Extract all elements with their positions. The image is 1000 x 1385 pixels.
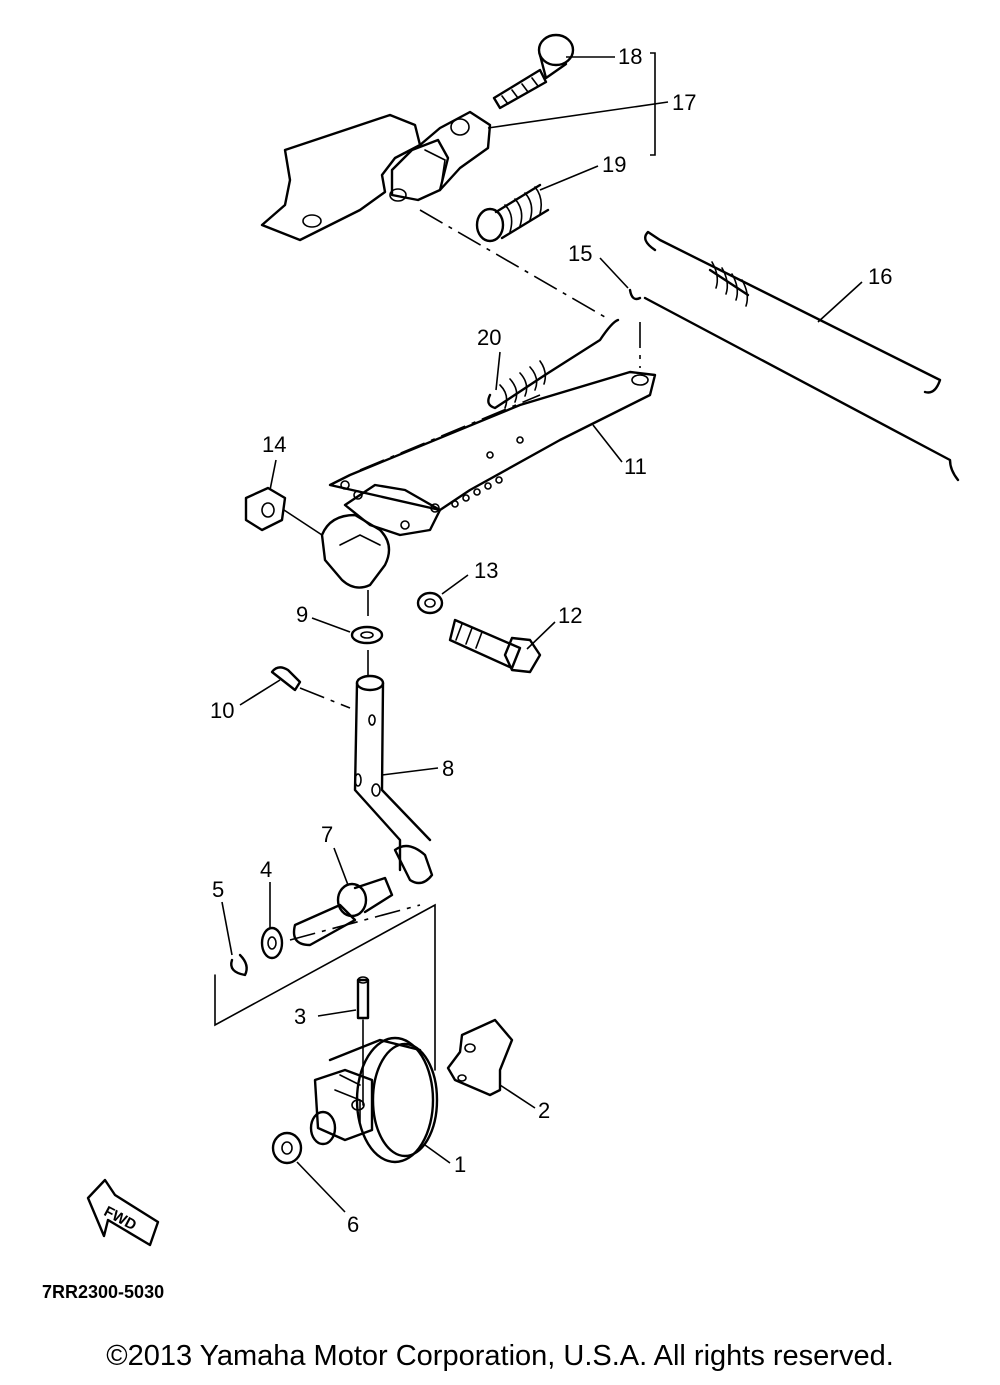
callout-15: 15 <box>568 241 592 266</box>
cotter-pin-10 <box>270 666 302 692</box>
washer-6 <box>271 1131 303 1165</box>
exploded-view: FWD 18 17 19 15 16 20 11 14 13 12 9 10 8… <box>42 33 960 1302</box>
callout-1: 1 <box>454 1152 466 1177</box>
diagram-code: 7RR2300-5030 <box>42 1282 164 1302</box>
fwd-arrow-icon: FWD <box>86 1178 160 1247</box>
washer-13 <box>416 591 444 615</box>
callout-12: 12 <box>558 603 582 628</box>
callout-5: 5 <box>212 877 224 902</box>
callout-14: 14 <box>262 432 286 457</box>
washer-9 <box>350 625 384 645</box>
callout-19: 19 <box>602 152 626 177</box>
copyright-notice: ©2013 Yamaha Motor Corporation, U.S.A. A… <box>106 1340 894 1372</box>
bolt-18 <box>492 33 575 110</box>
bolt-12 <box>448 618 542 674</box>
callout-3: 3 <box>294 1004 306 1029</box>
washer-4 <box>260 926 284 960</box>
pin-7 <box>292 876 394 947</box>
clip-15 <box>628 288 642 301</box>
callout-20: 20 <box>477 325 501 350</box>
callout-11: 11 <box>624 454 647 479</box>
shift-drum-1 <box>309 1036 439 1164</box>
bracket-plate <box>260 110 492 242</box>
callout-6: 6 <box>347 1212 359 1237</box>
callout-17: 17 <box>672 90 696 115</box>
callout-13: 13 <box>474 558 498 583</box>
pin-3 <box>356 976 370 1106</box>
callout-4: 4 <box>260 857 272 882</box>
callout-7: 7 <box>321 822 333 847</box>
callout-2: 2 <box>538 1098 550 1123</box>
nut-14 <box>244 486 287 532</box>
spring-19 <box>475 183 550 243</box>
callout-9: 9 <box>296 602 308 627</box>
callout-16: 16 <box>868 264 892 289</box>
clip-5 <box>230 953 248 977</box>
stopper-2 <box>446 1018 514 1097</box>
shift-shaft-8 <box>353 674 434 885</box>
callout-10: 10 <box>210 698 234 723</box>
callout-8: 8 <box>442 756 454 781</box>
cable-16 <box>643 230 960 482</box>
callout-18: 18 <box>618 44 642 69</box>
lever-arm-11 <box>320 370 657 589</box>
spring-20 <box>487 318 620 410</box>
